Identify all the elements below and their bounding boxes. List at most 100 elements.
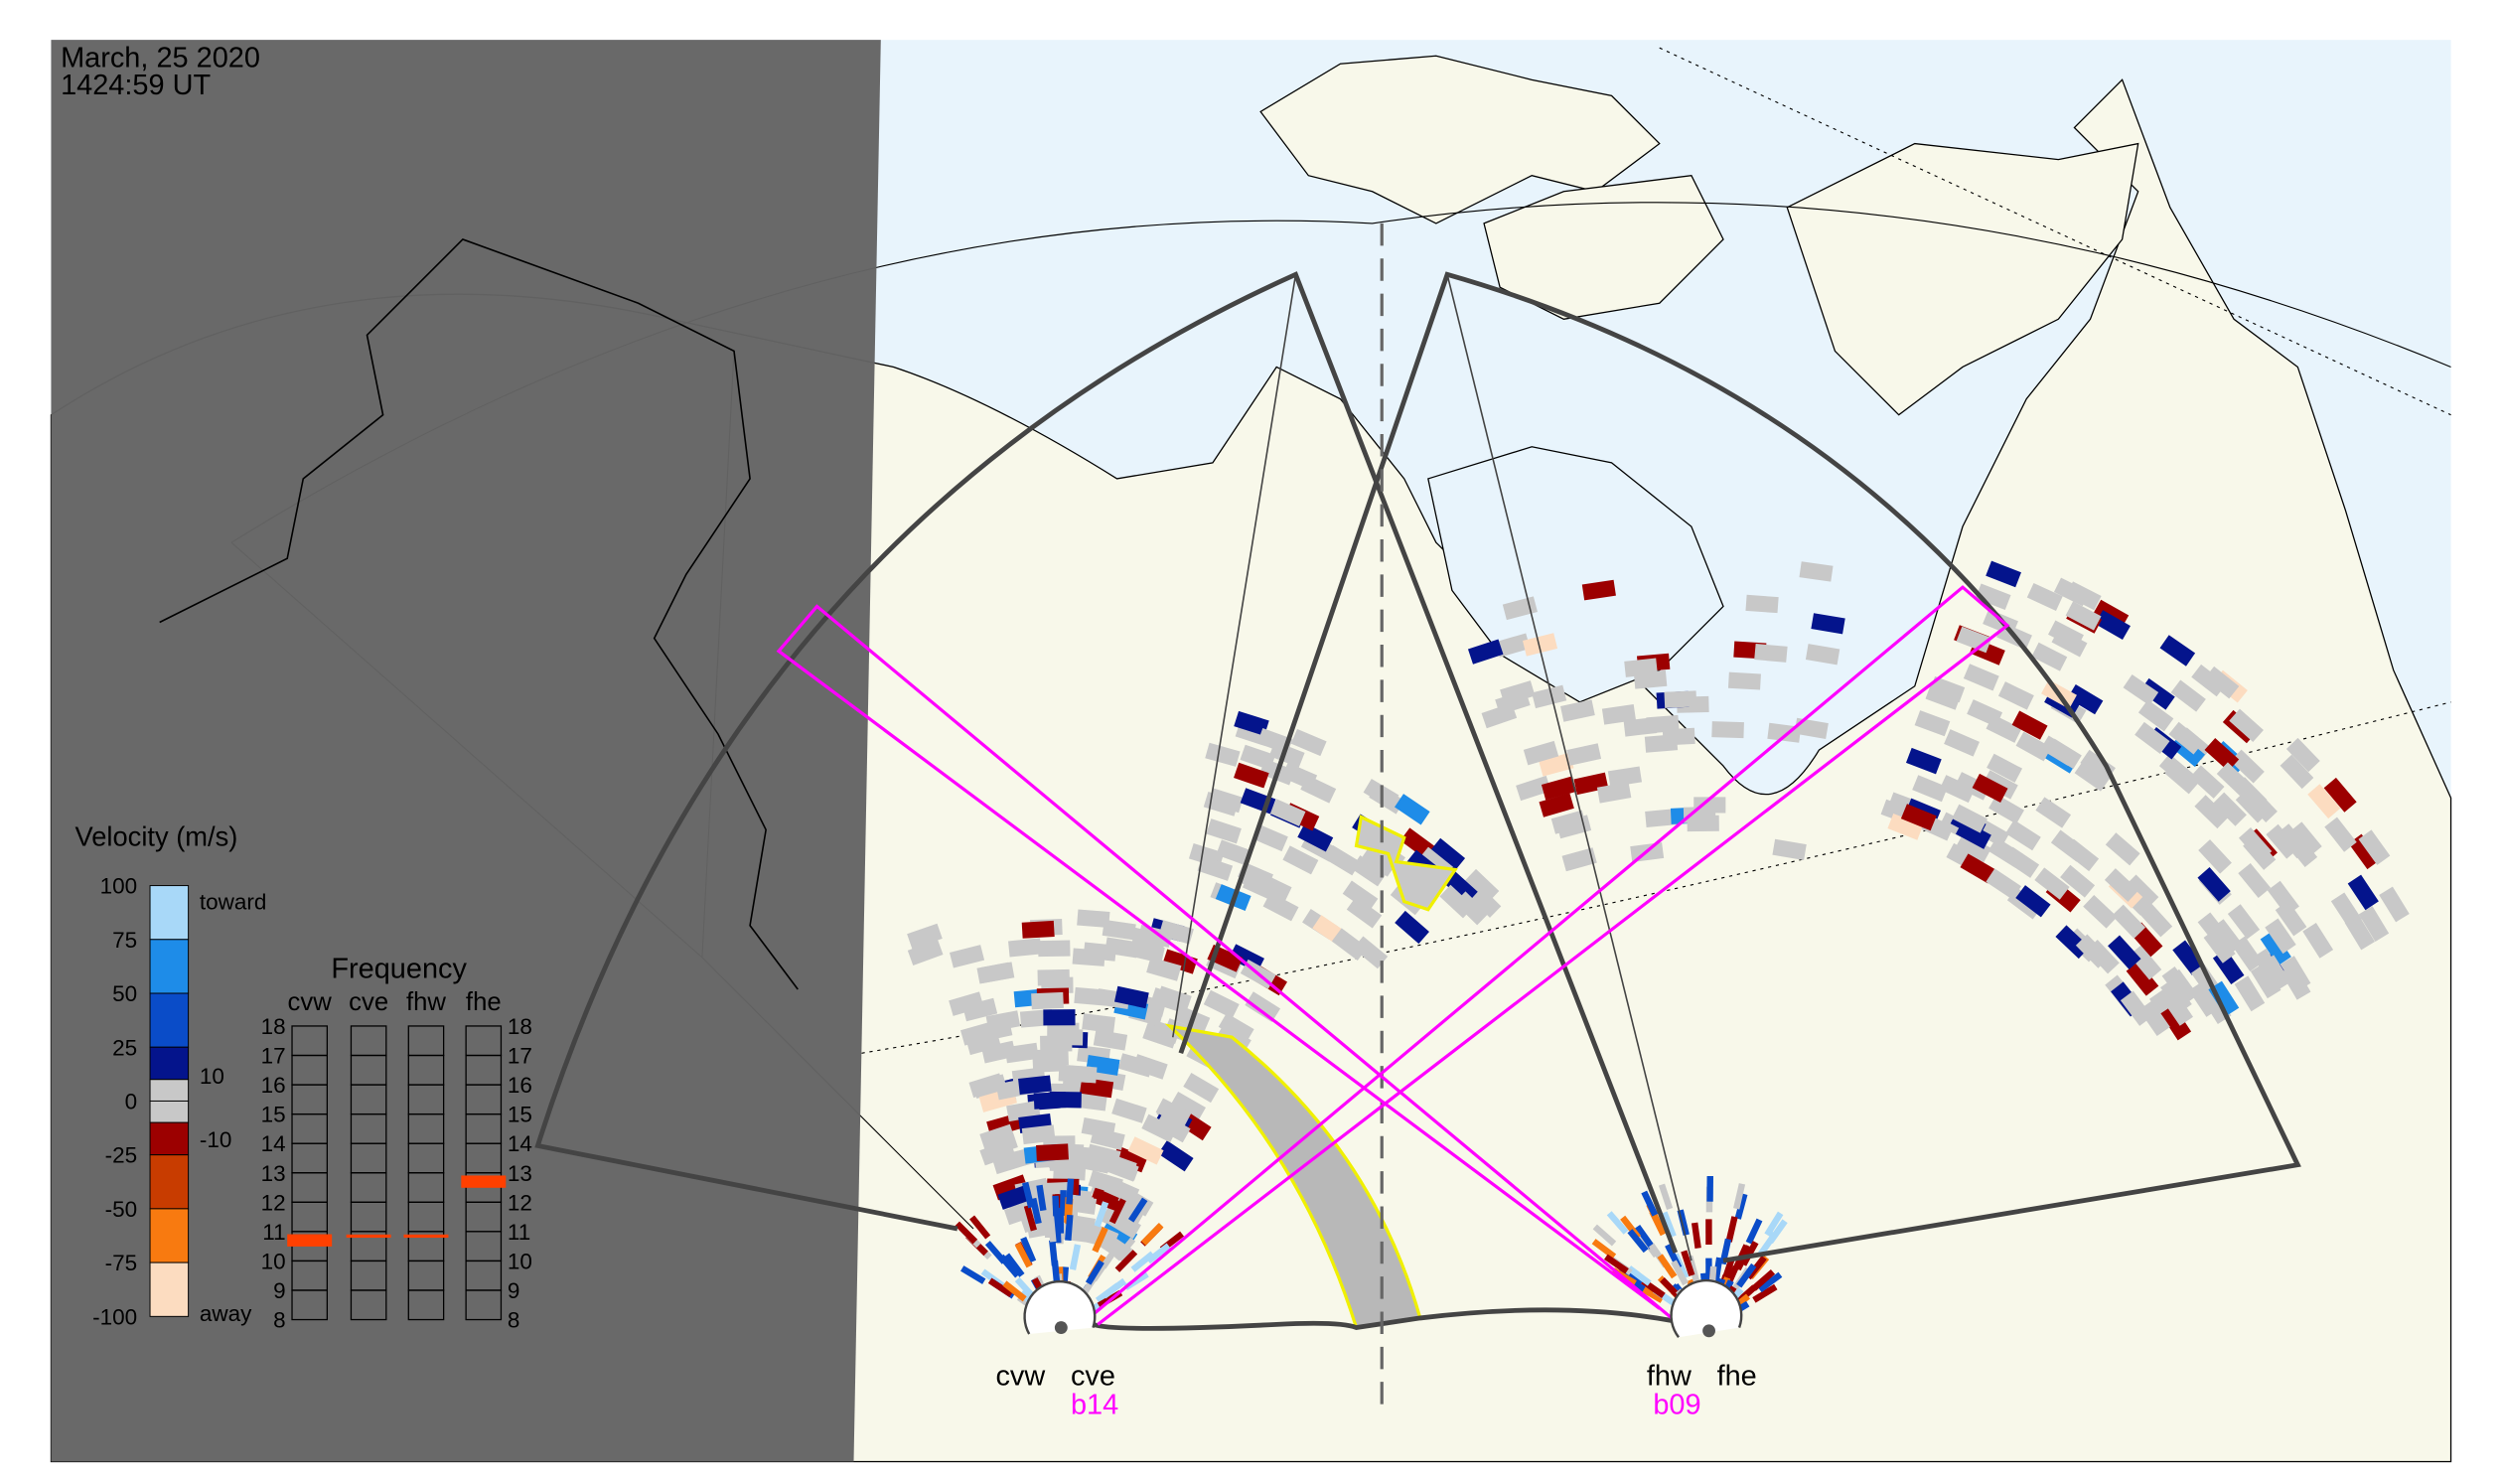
- frequency-cell: [465, 1025, 503, 1057]
- scatter-cell: [1939, 775, 1976, 804]
- scatter-cell: [1711, 721, 1744, 739]
- radar-site-cv[interactable]: cvw cve b14: [995, 1279, 1118, 1420]
- hudson-bay-water: [1427, 446, 1724, 703]
- scatter-cell: [1197, 855, 1234, 881]
- scatter-cell: [1975, 583, 2011, 611]
- scatter-cell: [1031, 991, 1064, 1010]
- radar-site-fh[interactable]: fhw fhe b09: [1647, 1278, 1757, 1420]
- scatter-cell: [1300, 775, 1337, 804]
- colorbar-tick-label: -75: [105, 1251, 137, 1275]
- site-label-cvw: cvw: [995, 1360, 1045, 1392]
- scatter-cell: [2204, 738, 2240, 772]
- scatter-cell: [1900, 804, 1937, 831]
- colorbar-segment: [149, 992, 190, 1048]
- colorbar-tick-label: -25: [105, 1143, 137, 1168]
- scatter-cell: [2104, 868, 2139, 902]
- scatter-cell: [2203, 928, 2236, 964]
- scatter-cell: [1439, 884, 1474, 919]
- near-range-cell: [1108, 1198, 1126, 1225]
- scatter-cell: [2170, 679, 2206, 712]
- frequency-marker-fhw: [403, 1234, 449, 1239]
- scatter-cell: [2005, 819, 2041, 851]
- colorbar-segment: [149, 885, 190, 941]
- near-range-cell: [1146, 1243, 1171, 1264]
- scatter-cell: [2302, 923, 2334, 959]
- near-range-cell: [1047, 1216, 1057, 1243]
- near-range-cell: [1627, 1265, 1652, 1286]
- scatter-cell: [2260, 930, 2291, 966]
- site-marker: [1670, 1278, 1743, 1338]
- near-range-cell: [1740, 1241, 1759, 1266]
- near-range-cell: [1627, 1229, 1649, 1254]
- scatter-layer: [907, 560, 2410, 1320]
- scatter-cell: [1539, 752, 1574, 777]
- near-range-cell: [1745, 1218, 1763, 1245]
- frequency-axis-right-tick: 18: [508, 1014, 532, 1039]
- scatter-cell: [1157, 1140, 1194, 1172]
- scatter-cell: [1342, 880, 1379, 912]
- scatter-cell: [1805, 644, 1840, 666]
- near-range-cell: [1014, 1242, 1033, 1268]
- arctic-islands: [1259, 55, 1661, 224]
- scatter-cell: [2284, 831, 2318, 867]
- scatter-cell: [2126, 961, 2159, 996]
- scatter-cell: [2046, 738, 2082, 770]
- scatter-cell: [2358, 906, 2390, 942]
- near-range-cell: [1660, 1276, 1683, 1300]
- scatter-cell: [2138, 902, 2173, 938]
- scatter-cell: [1523, 633, 1558, 657]
- scatter-cell: [2083, 894, 2118, 929]
- scatter-cell: [2198, 839, 2232, 874]
- scatter-cell: [2347, 874, 2379, 911]
- scatter-cell: [1596, 782, 1632, 804]
- scatter-cell: [1049, 1091, 1082, 1109]
- scatter-cell: [2095, 610, 2131, 641]
- near-range-cell: [1657, 1254, 1678, 1279]
- frequency-axis-right-tick: 17: [508, 1044, 532, 1069]
- scatter-cell: [1683, 807, 1716, 823]
- scatter-cell: [1206, 818, 1242, 844]
- scatter-cell: [1203, 989, 1240, 1019]
- scatter-cell: [1645, 809, 1679, 827]
- colorbar-segment: [149, 939, 190, 994]
- scatter-cell: [907, 923, 943, 950]
- scatter-cell: [1111, 1145, 1148, 1173]
- frequency-column-label-fhe: fhe: [466, 988, 502, 1016]
- scatter-cell: [907, 939, 944, 965]
- near-range-cell: [1606, 1211, 1629, 1235]
- frequency-axis-left-tick: 9: [273, 1278, 286, 1303]
- scatter-cell: [2212, 792, 2247, 826]
- scatter-cell: [2379, 886, 2410, 923]
- site-dot-icon: [1054, 1321, 1068, 1334]
- scatter-cell: [949, 945, 985, 968]
- scatter-cell: [2159, 635, 2196, 667]
- near-range-cell: [1705, 1219, 1712, 1246]
- scatter-cell: [1395, 794, 1430, 825]
- scatter-cell: [2172, 940, 2205, 975]
- scatter-cell: [1944, 729, 1980, 757]
- frequency-axis-right-tick: 14: [508, 1131, 532, 1156]
- scatter-cell: [1088, 1170, 1123, 1195]
- scatter-cell: [2160, 1004, 2192, 1041]
- scatter-cell: [1539, 793, 1574, 817]
- scatter-cell: [1986, 868, 2022, 900]
- scatter-cell: [2158, 753, 2194, 787]
- scatter-cell: [1607, 766, 1643, 788]
- scatter-cell: [2125, 874, 2159, 909]
- near-range-cell: [1023, 1204, 1037, 1232]
- scatter-cell: [1142, 1022, 1178, 1049]
- date-label: March, 25 2020: [61, 42, 260, 74]
- scatter-cell: [2348, 833, 2381, 870]
- scatter-cell: [1523, 740, 1559, 766]
- scatter-cell: [1018, 1075, 1052, 1095]
- near-range-cell: [1634, 1224, 1656, 1250]
- scatter-cell: [2197, 866, 2231, 902]
- colorbar-tick-label: -50: [105, 1197, 137, 1222]
- scatter-cell: [2105, 832, 2140, 866]
- frequency-axis-right-tick: 12: [508, 1190, 532, 1215]
- scatter-cell: [2265, 918, 2296, 955]
- scatter-cell: [1925, 683, 1962, 710]
- scatter-cell: [1073, 1091, 1107, 1112]
- scatter-cell: [2015, 731, 2052, 762]
- colorbar-segment: [149, 1261, 190, 1317]
